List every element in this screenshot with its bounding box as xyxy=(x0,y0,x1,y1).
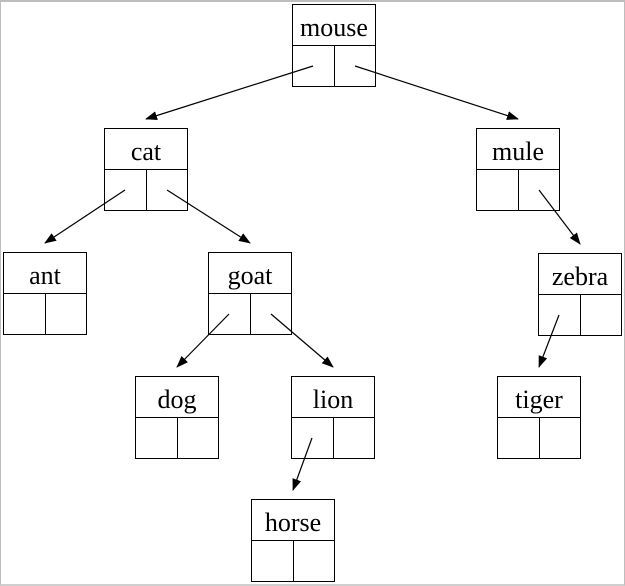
pointer-cells xyxy=(539,295,621,335)
left-pointer-cell xyxy=(209,294,251,334)
node-label: horse xyxy=(252,500,334,541)
node-label: dog xyxy=(136,377,218,418)
tree-node-ant: ant xyxy=(3,252,87,335)
left-pointer-cell xyxy=(477,170,519,210)
node-label: mouse xyxy=(293,5,375,46)
tree-node-tiger: tiger xyxy=(497,376,581,459)
right-pointer-cell xyxy=(334,418,375,458)
tree-node-cat: cat xyxy=(104,128,188,211)
right-pointer-cell xyxy=(581,295,622,335)
node-label: lion xyxy=(292,377,374,418)
node-label: zebra xyxy=(539,254,621,295)
right-pointer-cell xyxy=(178,418,219,458)
node-label: ant xyxy=(4,253,86,294)
right-pointer-cell xyxy=(46,294,87,334)
pointer-cells xyxy=(477,170,559,210)
node-label: goat xyxy=(209,253,291,294)
left-pointer-cell xyxy=(539,295,581,335)
tree-node-zebra: zebra xyxy=(538,253,622,336)
node-label: tiger xyxy=(498,377,580,418)
right-pointer-cell xyxy=(294,541,335,581)
left-pointer-cell xyxy=(498,418,540,458)
right-pointer-cell xyxy=(540,418,581,458)
pointer-cells xyxy=(4,294,86,334)
node-label: mule xyxy=(477,129,559,170)
tree-node-dog: dog xyxy=(135,376,219,459)
pointer-cells xyxy=(105,170,187,210)
tree-node-mule: mule xyxy=(476,128,560,211)
tree-node-lion: lion xyxy=(291,376,375,459)
left-pointer-cell xyxy=(293,46,335,86)
node-label: cat xyxy=(105,129,187,170)
pointer-cells xyxy=(292,418,374,458)
left-pointer-cell xyxy=(105,170,147,210)
pointer-cells xyxy=(209,294,291,334)
right-pointer-cell xyxy=(519,170,560,210)
left-pointer-cell xyxy=(252,541,294,581)
right-pointer-cell xyxy=(335,46,376,86)
pointer-cells xyxy=(293,46,375,86)
tree-node-horse: horse xyxy=(251,499,335,582)
pointer-cells xyxy=(498,418,580,458)
tree-node-goat: goat xyxy=(208,252,292,335)
left-pointer-cell xyxy=(136,418,178,458)
right-pointer-cell xyxy=(147,170,188,210)
pointer-cells xyxy=(252,541,334,581)
left-pointer-cell xyxy=(4,294,46,334)
tree-node-mouse: mouse xyxy=(292,4,376,87)
left-pointer-cell xyxy=(292,418,334,458)
right-pointer-cell xyxy=(251,294,292,334)
pointer-cells xyxy=(136,418,218,458)
